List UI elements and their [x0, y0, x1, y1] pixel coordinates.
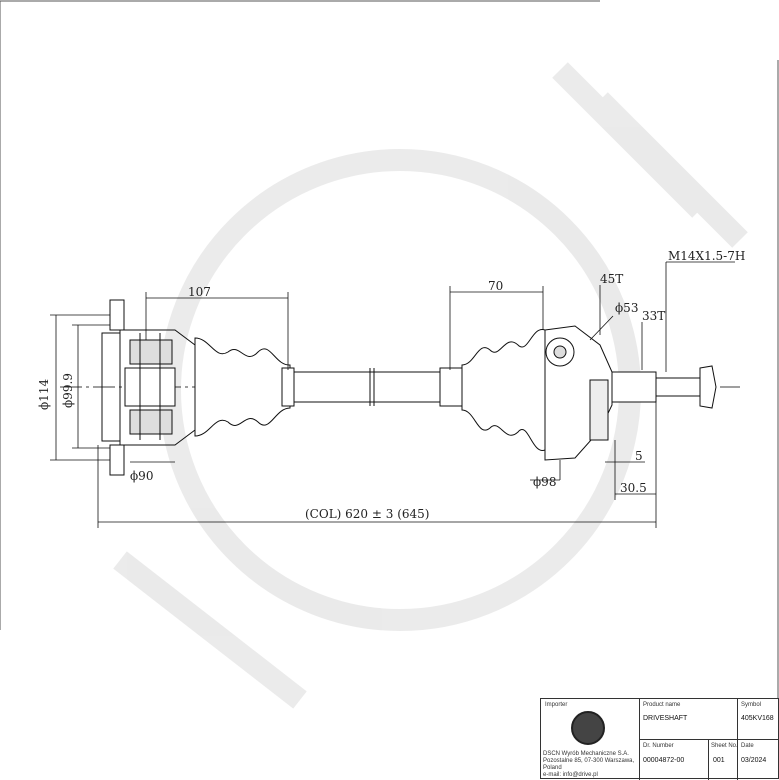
- dim-70: 70: [488, 279, 503, 293]
- sheet-label: Sheet No.: [711, 743, 738, 749]
- dim-98: ϕ98: [533, 475, 556, 489]
- title-block: Importer DSCN Wyrób Mechaniczne S.A. Poz…: [540, 698, 779, 780]
- dim-53: ϕ53: [615, 301, 638, 315]
- title-block-divider-2: [737, 699, 738, 780]
- inner-boot: [194, 337, 291, 437]
- date-value: 03/2024: [741, 757, 767, 764]
- drawing-number-label: Dr. Number: [643, 743, 674, 749]
- company-line-2: Pozostalne 85, 07-300 Warszawa, Poland: [543, 758, 635, 771]
- company-line-3: e-mail: info@drive.pl: [543, 772, 598, 778]
- product-name: DRIVESHAFT: [643, 715, 688, 722]
- dim-114: ϕ114: [37, 379, 51, 410]
- outer-boot: [461, 329, 546, 451]
- dim-thread: M14X1.5-7H: [668, 249, 745, 263]
- product-name-label: Product name: [643, 702, 681, 708]
- symbol-label: Symbol: [741, 702, 762, 708]
- title-block-divider-h: [639, 739, 779, 740]
- company-address: DSCN Wyrób Mechaniczne S.A. Pozostalne 8…: [543, 751, 635, 779]
- dim-90: ϕ90: [130, 469, 153, 483]
- dim-33t: 33T: [642, 309, 665, 323]
- dim-overall-length: (COL) 620 ± 3 (645): [305, 507, 429, 521]
- outer-stub-axle: [611, 365, 717, 409]
- date-label: Date: [741, 743, 754, 749]
- drawing-number: 00004872-00: [643, 757, 685, 764]
- title-block-divider-3: [708, 739, 709, 780]
- dim-99-9: ϕ99.9: [61, 373, 75, 408]
- symbol-value: 405KV168: [741, 715, 774, 722]
- dimension-lines: [50, 261, 735, 528]
- outer-cv-joint: [544, 325, 613, 461]
- company-line-1: DSCN Wyrób Mechaniczne S.A.: [543, 751, 629, 757]
- sheet-value: 001: [713, 757, 725, 764]
- importer-label: Importer: [545, 702, 568, 708]
- dim-45t: 45T: [600, 272, 623, 286]
- company-logo: [571, 711, 605, 745]
- dim-30-5: 30.5: [620, 481, 647, 495]
- dim-5: 5: [635, 449, 643, 463]
- shaft: [281, 367, 463, 407]
- dim-107: 107: [188, 285, 211, 299]
